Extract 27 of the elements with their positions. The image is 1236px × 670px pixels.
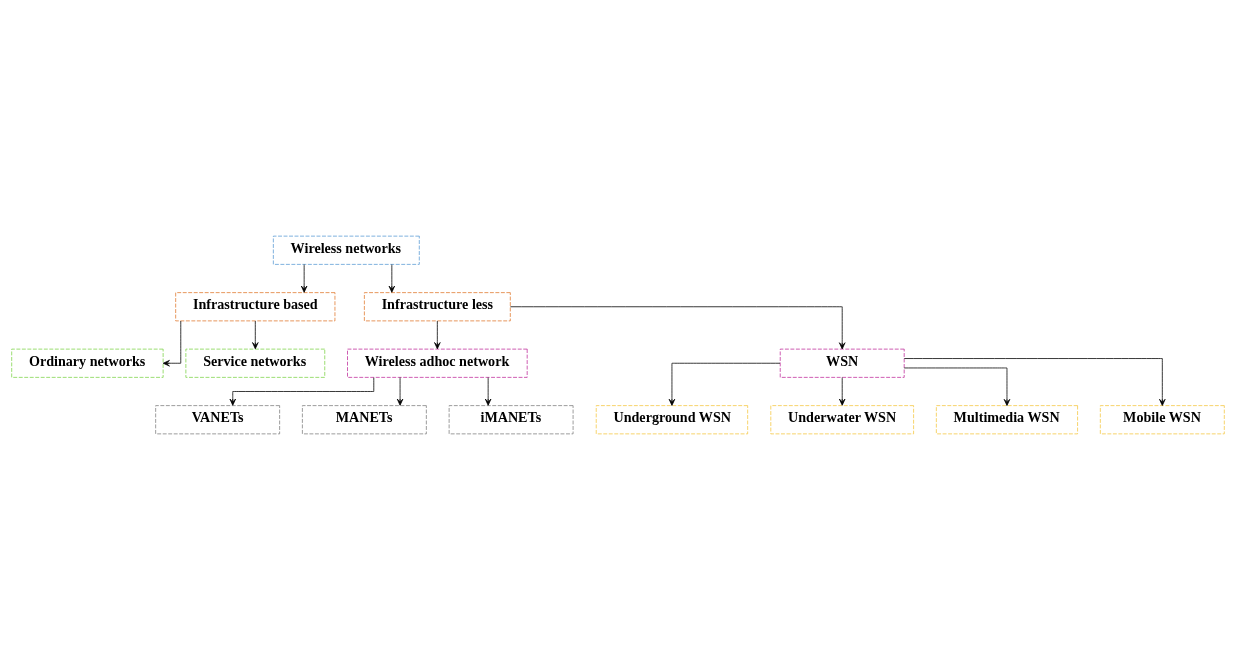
node-box: Infrastructure less bbox=[364, 292, 511, 322]
arrow bbox=[229, 377, 375, 406]
arrow bbox=[903, 367, 1011, 406]
node-box: Wireless adhoc network bbox=[347, 348, 528, 378]
arrow bbox=[839, 377, 846, 406]
arrow bbox=[510, 306, 846, 350]
node-box: WSN bbox=[779, 348, 905, 378]
node-box: iMANETs bbox=[448, 405, 574, 435]
arrow bbox=[668, 362, 781, 406]
node-box: Infrastructure based bbox=[175, 292, 336, 322]
arrow bbox=[388, 264, 396, 293]
node-box: VANETs bbox=[155, 405, 280, 435]
node-box: Underwater WSN bbox=[770, 405, 914, 435]
node-box: MANETs bbox=[302, 405, 427, 435]
node-box: Underground WSN bbox=[595, 405, 749, 435]
arrow bbox=[162, 320, 182, 367]
arrow bbox=[434, 320, 441, 350]
node-box: Mobile WSN bbox=[1099, 405, 1225, 435]
arrow bbox=[903, 358, 1166, 406]
node-box: Ordinary networks bbox=[11, 348, 164, 378]
arrow bbox=[484, 377, 492, 406]
node-box: Wireless networks bbox=[272, 235, 420, 265]
arrow bbox=[252, 320, 259, 350]
arrow bbox=[396, 377, 404, 406]
node-box: Service networks bbox=[185, 348, 326, 378]
node-box: Multimedia WSN bbox=[935, 405, 1078, 435]
arrow bbox=[300, 264, 308, 293]
